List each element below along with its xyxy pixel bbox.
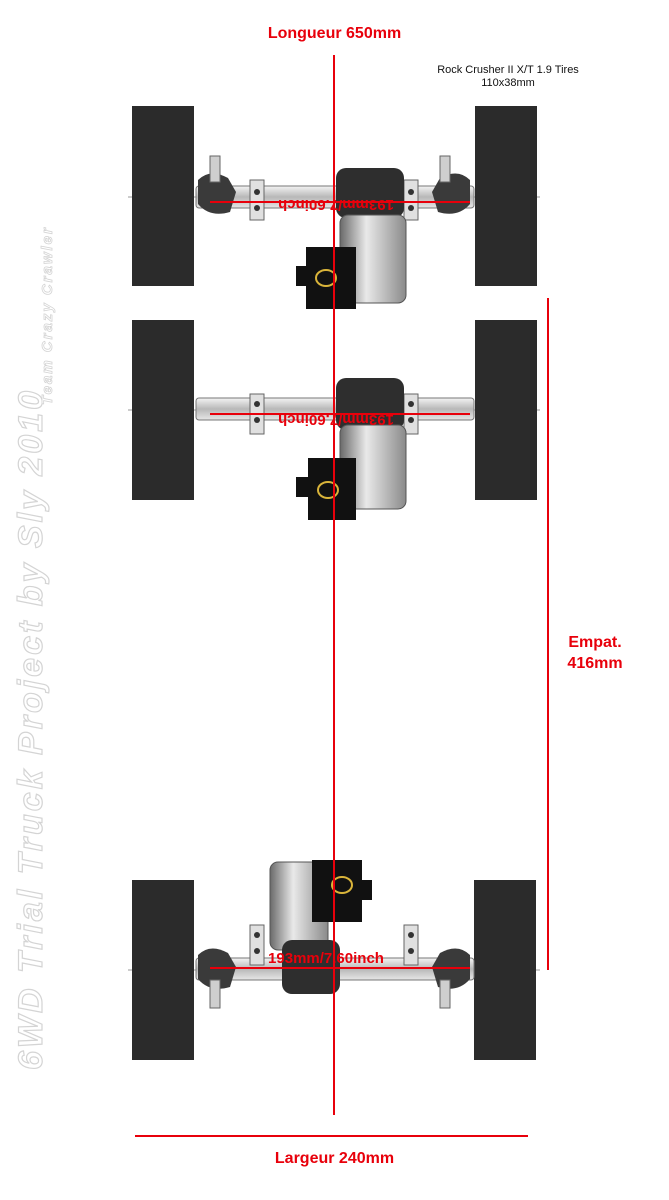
tire-spec-name: Rock Crusher II X/T 1.9 Tires	[437, 64, 579, 76]
tire-spec-label: Rock Crusher II X/T 1.9 Tires 110x38mm	[408, 64, 608, 90]
watermark: 6WD Trial Truck Project by Sly 2010 Team…	[11, 226, 56, 1071]
tire-front-left	[132, 106, 194, 286]
diff-front	[336, 168, 404, 218]
wheelbase-value: 416mm	[567, 655, 623, 672]
diff-middle	[336, 378, 404, 430]
knuckle-front-right	[432, 173, 470, 214]
tire-middle-right	[475, 320, 537, 500]
axle-width-label-rear: 193mm/7.60inch	[268, 950, 384, 967]
tire-rear-left	[132, 880, 194, 1060]
watermark-title: 6WD Trial Truck Project by Sly 2010	[12, 388, 50, 1070]
motor-front	[306, 247, 356, 309]
motor-middle	[308, 458, 356, 520]
wheelbase-title: Empat.	[568, 634, 622, 651]
tire-rear-right	[474, 880, 536, 1060]
axle-middle	[128, 320, 540, 520]
length-label: Longueur 650mm	[267, 25, 402, 42]
knuckle-front-left	[198, 173, 236, 214]
watermark-subtitle: Team Crazy Crawler	[39, 226, 56, 405]
width-label: Largeur 240mm	[274, 1150, 395, 1167]
tire-spec-size: 110x38mm	[481, 77, 535, 89]
tire-middle-left	[132, 320, 194, 500]
tire-front-right	[475, 106, 537, 286]
axle-width-label-front: 193mm/7.60inch	[278, 196, 394, 213]
axle-width-label-middle: 193mm/7.60inch	[278, 411, 394, 428]
wheelbase-label: Empat. 416mm	[550, 632, 640, 674]
